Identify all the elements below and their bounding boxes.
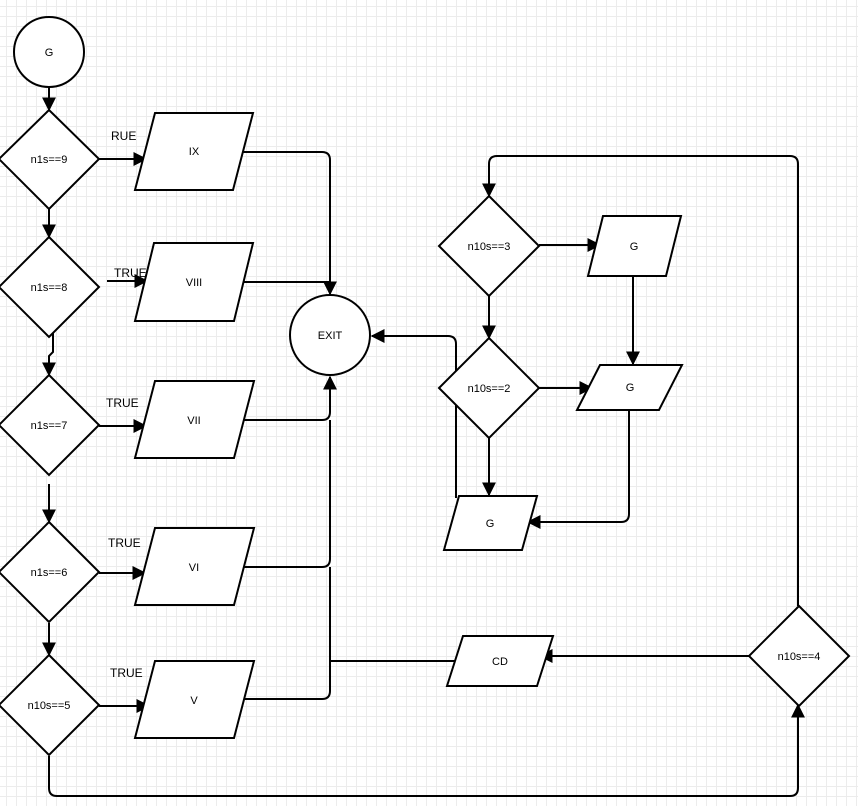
edge-ix-to-exit <box>238 151 337 296</box>
start-node: G <box>13 16 85 88</box>
edges <box>42 87 805 797</box>
output-g1: G <box>586 215 683 277</box>
edge-g3-to-exit <box>370 329 457 498</box>
output-v-label: V <box>190 695 198 707</box>
exit-label: EXIT <box>318 330 343 342</box>
edge-label-true-2: TRUE <box>106 396 139 410</box>
decision-n10s3: n10s==3 <box>437 194 541 298</box>
decision-n10s5-label: n10s==5 <box>28 700 71 712</box>
edge-v-to-exit <box>238 567 331 700</box>
edge-n10s4-to-n10s3 <box>482 155 799 606</box>
exit-node: EXIT <box>289 294 371 376</box>
output-cd: CD <box>445 635 555 687</box>
edge-label-rue: RUE <box>111 129 136 143</box>
edge-label-true-3: TRUE <box>108 536 141 550</box>
output-g1-label: G <box>630 241 639 253</box>
output-cd-label: CD <box>492 656 508 668</box>
output-viii: VIII <box>133 242 255 322</box>
output-g2-label: G <box>626 382 635 394</box>
output-vi: VI <box>133 527 256 606</box>
decision-n1s8-label: n1s==8 <box>31 282 68 294</box>
decision-n10s4-label: n10s==4 <box>778 651 821 663</box>
edge-label-true-4: TRUE <box>110 666 143 680</box>
edge-n10s5-to-n10s4 <box>48 703 805 797</box>
output-g2: G <box>575 364 684 411</box>
decision-n10s2: n10s==2 <box>437 336 541 440</box>
decision-n10s2-label: n10s==2 <box>468 383 511 395</box>
edge-g2-to-g3 <box>526 410 630 529</box>
output-vi-label: VI <box>189 562 199 574</box>
edge-vii-to-exit <box>238 375 337 421</box>
output-g3: G <box>442 495 539 551</box>
decision-n10s5: n10s==5 <box>0 653 101 757</box>
decision-n1s7-label: n1s==7 <box>31 420 68 432</box>
start-label: G <box>45 47 54 59</box>
output-ix: IX <box>133 112 255 191</box>
edge-vi-to-exit <box>238 420 331 568</box>
decision-n1s7: n1s==7 <box>0 373 101 477</box>
decision-n10s4: n10s==4 <box>747 604 851 708</box>
output-vii: VII <box>133 380 256 459</box>
edge-label-true-1: TRUE <box>114 266 147 280</box>
decision-n1s9: n1s==9 <box>0 108 101 211</box>
decision-n1s9-label: n1s==9 <box>31 154 68 166</box>
decision-n1s8: n1s==8 <box>0 235 101 339</box>
output-g3-label: G <box>486 518 495 530</box>
decision-n1s6-label: n1s==6 <box>31 567 68 579</box>
output-ix-label: IX <box>189 146 200 158</box>
edge-n1s8-to-n1s7 <box>42 333 56 377</box>
output-viii-label: VIII <box>186 277 203 289</box>
output-vii-label: VII <box>187 415 200 427</box>
decision-n10s3-label: n10s==3 <box>468 241 511 253</box>
output-v: V <box>133 660 256 739</box>
decision-n1s6: n1s==6 <box>0 520 101 624</box>
